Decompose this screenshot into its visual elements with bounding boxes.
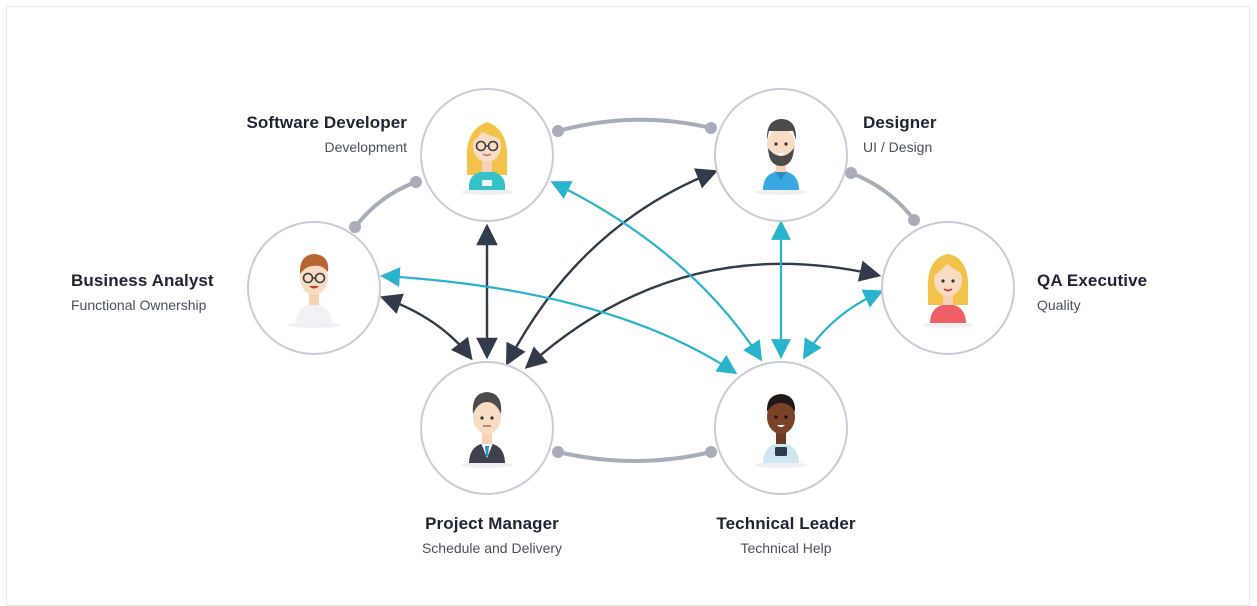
label-business-analyst: Business Analyst Functional Ownership — [71, 271, 214, 313]
designer-role: UI / Design — [863, 139, 933, 155]
software-developer-role: Development — [324, 139, 408, 155]
business-analyst-name: Business Analyst — [71, 271, 214, 290]
qa-executive-name: QA Executive — [1037, 271, 1148, 290]
manager-avatar-icon — [461, 392, 513, 468]
label-qa-executive: QA Executive Quality — [1037, 271, 1147, 313]
outer-connectors — [353, 117, 916, 463]
arrow-developer-leader — [550, 181, 763, 362]
label-designer: Designer UI / Design — [863, 113, 937, 155]
designer-name: Designer — [863, 113, 937, 132]
technical-leader-name: Technical Leader — [716, 514, 856, 533]
arrow-manager-qa — [524, 260, 882, 369]
label-project-manager: Project Manager Schedule and Delivery — [392, 514, 592, 556]
teal-arrows — [380, 181, 884, 375]
leader-avatar-icon — [755, 394, 807, 468]
business-analyst-role: Functional Ownership — [71, 297, 207, 313]
connector-manager-leader — [556, 450, 713, 463]
developer-avatar-icon — [461, 122, 513, 195]
label-technical-leader: Technical Leader Technical Help — [686, 514, 886, 556]
technical-leader-role: Technical Help — [740, 540, 832, 556]
qa-executive-role: Quality — [1037, 297, 1081, 313]
connector-analyst-developer — [353, 180, 418, 229]
arrow-analyst-manager — [379, 293, 473, 361]
connector-dots — [349, 122, 920, 458]
analyst-avatar-icon — [288, 254, 340, 328]
designer-avatar-icon — [755, 119, 807, 195]
software-developer-name: Software Developer — [246, 113, 407, 132]
project-manager-name: Project Manager — [425, 514, 559, 533]
arrow-manager-designer — [505, 168, 719, 366]
connector-developer-designer — [556, 117, 713, 133]
qa-avatar-icon — [922, 254, 974, 328]
arrow-qa-leader — [802, 289, 884, 360]
connector-designer-qa — [849, 171, 916, 222]
project-manager-role: Schedule and Delivery — [421, 540, 563, 556]
label-software-developer: Software Developer Development — [246, 113, 407, 155]
